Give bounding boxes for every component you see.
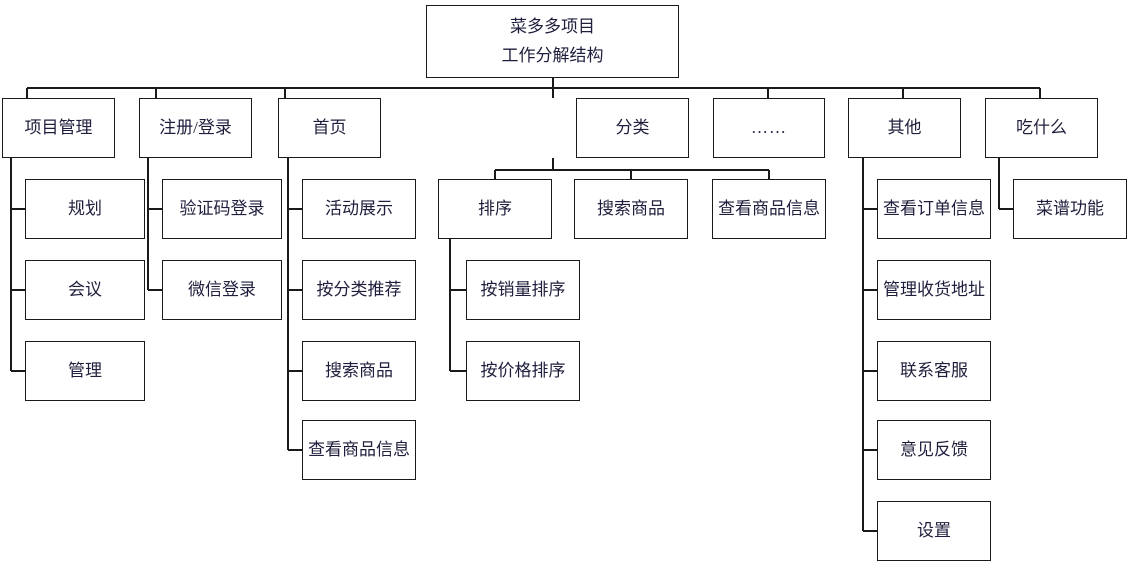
node-home[interactable]: 首页 [278,98,381,158]
node-pm-child-2[interactable]: 管理 [25,341,145,401]
node-other-child-1-label: 管理收货地址 [883,279,985,299]
node-pm-child-2-label: 管理 [68,360,102,380]
node-other-child-3-label: 意见反馈 [900,439,968,459]
node-eat-what-child-0-label: 菜谱功能 [1036,198,1104,218]
node-register-login[interactable]: 注册/登录 [139,98,252,158]
node-pm-child-0-label: 规划 [68,198,102,218]
node-sort-child-1-label: 按价格排序 [480,360,566,380]
node-other-label: 其他 [887,117,922,137]
node-home-child-3[interactable]: 查看商品信息 [302,420,416,480]
node-pm-child-1-label: 会议 [68,279,102,299]
node-login-child-1[interactable]: 微信登录 [162,260,282,320]
node-other-child-0[interactable]: 查看订单信息 [877,179,991,239]
node-sort-child-1[interactable]: 按价格排序 [466,341,580,401]
node-category-child-2-label: 查看商品信息 [718,198,820,218]
node-category-label: 分类 [615,117,650,137]
node-home-child-2-label: 搜索商品 [325,360,393,380]
node-category-child-0[interactable]: 排序 [438,179,552,239]
node-eat-what-label: 吃什么 [1016,117,1067,137]
node-root[interactable]: 菜多多项目 工作分解结构 [426,5,679,78]
node-category-child-1[interactable]: 搜索商品 [574,179,688,239]
node-other-child-0-label: 查看订单信息 [883,198,985,218]
node-home-child-2[interactable]: 搜索商品 [302,341,416,401]
node-home-child-1[interactable]: 按分类推荐 [302,260,416,320]
node-other-child-2[interactable]: 联系客服 [877,341,991,401]
node-home-child-1-label: 按分类推荐 [316,279,402,299]
node-login-child-0[interactable]: 验证码登录 [162,179,282,239]
node-register-login-label: 注册/登录 [159,117,232,137]
node-sort-child-0[interactable]: 按销量排序 [466,260,580,320]
node-project-management[interactable]: 项目管理 [2,98,115,158]
node-other-child-1[interactable]: 管理收货地址 [877,260,991,320]
node-home-label: 首页 [312,117,347,137]
node-home-child-0[interactable]: 活动展示 [302,179,416,239]
node-category-child-0-label: 排序 [478,198,512,218]
node-eat-what-child-0[interactable]: 菜谱功能 [1013,179,1127,239]
node-ellipsis[interactable]: …… [713,98,825,158]
node-home-child-3-label: 查看商品信息 [308,439,410,459]
node-eat-what[interactable]: 吃什么 [985,98,1098,158]
node-pm-child-0[interactable]: 规划 [25,179,145,239]
node-project-management-label: 项目管理 [24,117,93,137]
node-other[interactable]: 其他 [848,98,961,158]
node-login-child-1-label: 微信登录 [188,279,256,299]
node-sort-child-0-label: 按销量排序 [480,279,566,299]
node-category-child-1-label: 搜索商品 [597,198,665,218]
node-category[interactable]: 分类 [576,98,689,158]
node-other-child-4[interactable]: 设置 [877,501,991,561]
node-other-child-4-label: 设置 [917,520,951,540]
node-root-label: 菜多多项目 工作分解结构 [501,16,604,65]
node-pm-child-1[interactable]: 会议 [25,260,145,320]
node-ellipsis-label: …… [751,117,787,137]
node-home-child-0-label: 活动展示 [325,198,393,218]
node-login-child-0-label: 验证码登录 [179,198,265,218]
node-other-child-2-label: 联系客服 [900,360,968,380]
node-other-child-3[interactable]: 意见反馈 [877,420,991,480]
node-category-child-2[interactable]: 查看商品信息 [712,179,826,239]
